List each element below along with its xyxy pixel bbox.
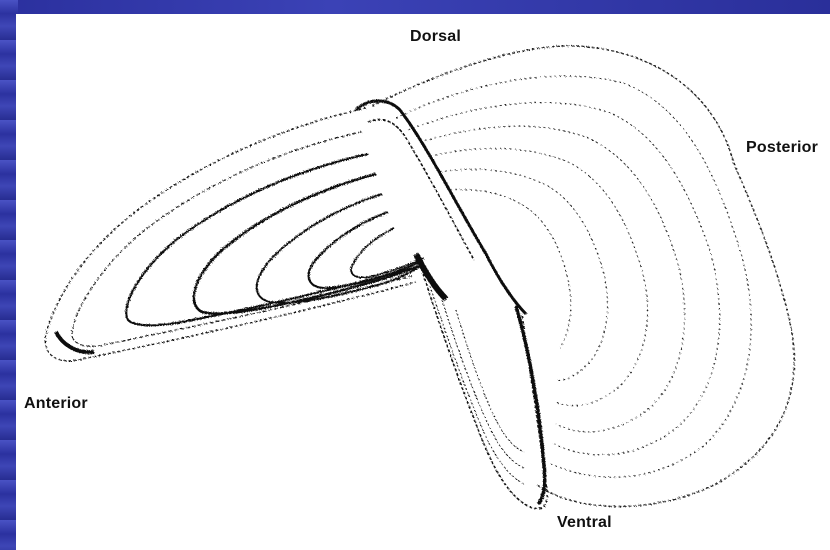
anterior-tip xyxy=(56,332,94,352)
anterior-valve xyxy=(45,108,424,361)
hinge-shadow xyxy=(416,254,446,299)
ventral-lobe xyxy=(420,264,547,509)
posterior-growth-line-6 xyxy=(450,190,571,348)
label-posterior: Posterior xyxy=(746,139,818,157)
anterior-growth-line-3 xyxy=(194,174,418,314)
posterior-growth-line-3 xyxy=(420,126,685,432)
posterior-valve-outline xyxy=(372,46,794,507)
hinge-ridge-outer xyxy=(356,101,526,314)
anterior-growth-line-1 xyxy=(72,132,412,346)
label-anterior: Anterior xyxy=(24,395,88,413)
anterior-growth-line-2 xyxy=(126,154,414,325)
posterior-growth-line-2 xyxy=(408,102,720,454)
shell-illustration xyxy=(16,14,830,550)
ventral-lobe-outline xyxy=(420,264,547,509)
ventral-growth-line-3 xyxy=(456,310,524,452)
label-ventral: Ventral xyxy=(557,514,612,532)
label-dorsal: Dorsal xyxy=(410,28,461,46)
ventral-lobe-edge xyxy=(516,306,545,504)
slide-top-band xyxy=(0,0,830,14)
posterior-valve xyxy=(372,46,794,507)
posterior-growth-line-5 xyxy=(440,169,607,380)
posterior-growth-line-1 xyxy=(396,76,751,477)
anterior-valve-outline xyxy=(45,108,416,361)
posterior-growth-line-4 xyxy=(430,148,648,405)
ventral-growth-line-1 xyxy=(430,286,524,484)
hinge-ridge xyxy=(356,101,526,314)
